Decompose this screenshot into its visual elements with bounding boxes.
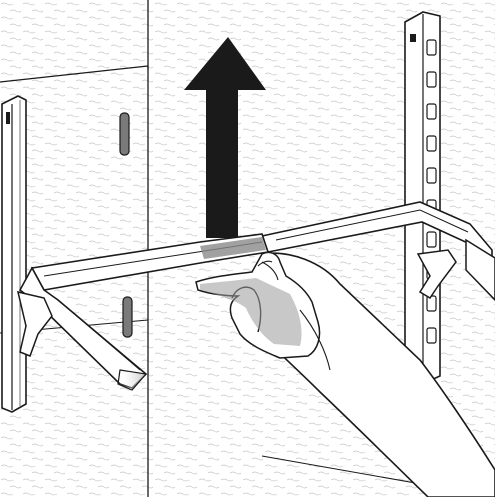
right-shelf-rail	[405, 12, 440, 384]
upper-slot	[120, 113, 129, 155]
left-shelf-rail	[2, 96, 26, 412]
lower-slot	[123, 297, 132, 337]
